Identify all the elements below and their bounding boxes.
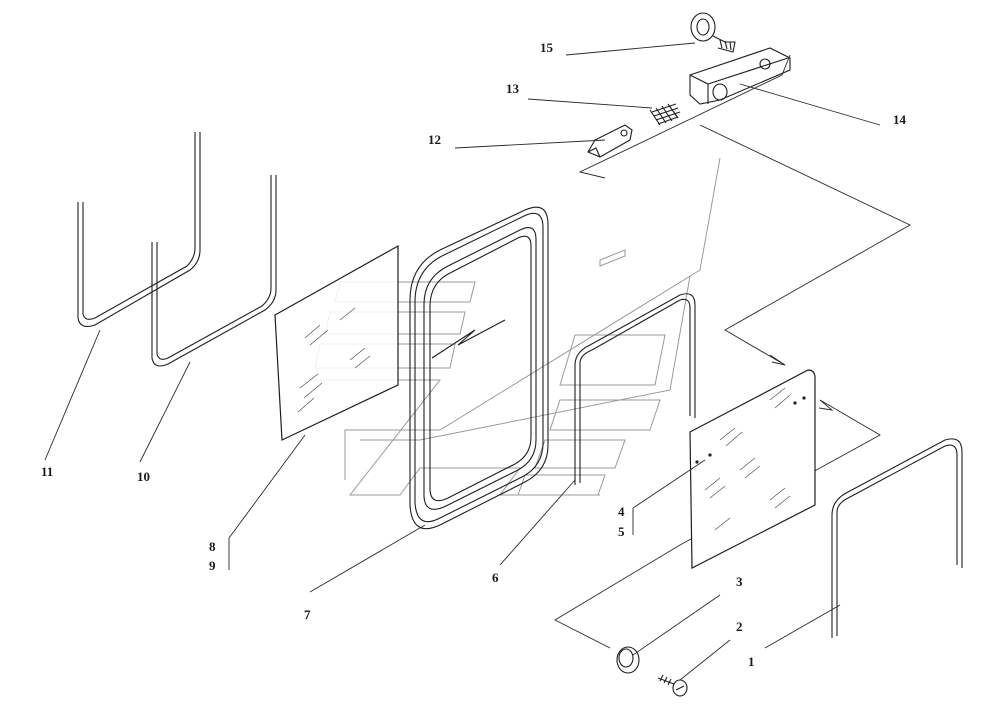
part-8-glass-pane xyxy=(274,244,399,441)
callout-1: 1 xyxy=(748,654,755,669)
part-11-u-channel xyxy=(77,132,201,327)
callout-2: 2 xyxy=(736,619,743,634)
part-14-hinge-block xyxy=(689,47,791,105)
part-3-bushing xyxy=(616,646,640,674)
callout-9: 9 xyxy=(209,558,216,573)
callout-8: 8 xyxy=(209,539,216,554)
callout-12: 12 xyxy=(428,132,441,147)
callout-11: 11 xyxy=(41,464,53,479)
part-6-u-channel xyxy=(574,293,696,485)
part-13-spring xyxy=(649,103,681,126)
callout-5: 5 xyxy=(618,524,625,539)
part-1-u-channel xyxy=(831,438,963,638)
callout-15: 15 xyxy=(540,40,554,55)
part-4-glass-pane xyxy=(689,369,816,569)
leader-lines xyxy=(44,42,881,681)
part-7-seal-frame xyxy=(409,206,549,530)
assembly-lines xyxy=(554,54,911,649)
callout-3: 3 xyxy=(736,574,743,589)
part-2-screw xyxy=(657,674,688,697)
callout-4: 4 xyxy=(618,504,625,519)
callout-7: 7 xyxy=(304,607,311,622)
part-15-knob xyxy=(690,12,736,53)
callout-13: 13 xyxy=(506,81,520,96)
callout-14: 14 xyxy=(893,112,907,127)
callout-10: 10 xyxy=(137,469,150,484)
part-10-u-channel xyxy=(151,175,277,367)
callout-labels: 15 13 12 14 11 10 8 9 7 6 4 5 3 2 1 xyxy=(41,40,907,669)
callout-6: 6 xyxy=(492,570,499,585)
part-12-pin xyxy=(587,124,633,158)
